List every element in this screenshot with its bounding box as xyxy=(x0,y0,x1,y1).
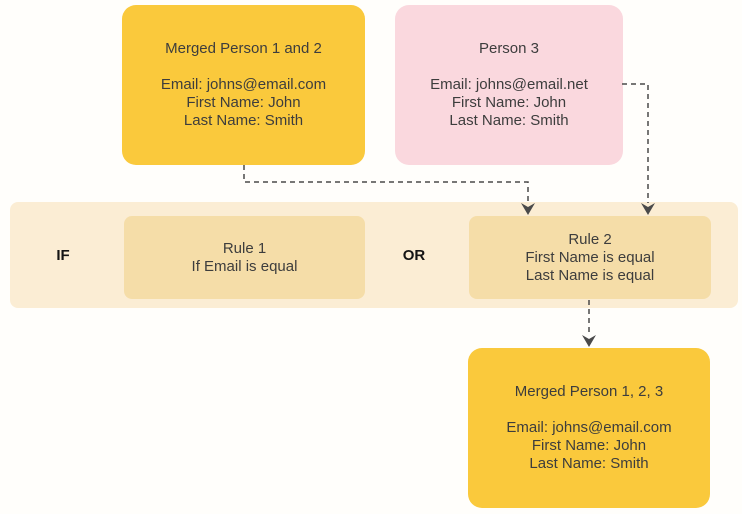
node-field-first-name: First Name: John xyxy=(531,437,647,454)
rule-condition: First Name is equal xyxy=(525,248,655,266)
connector-person-3-to-rule-2 xyxy=(622,83,649,203)
connector-merged-1-2-to-rule-2 xyxy=(243,165,529,203)
node-field-email: Email: johns@email.com xyxy=(506,419,672,436)
rule-2-box: Rule 2 First Name is equal Last Name is … xyxy=(469,216,711,299)
node-field-first-name: First Name: John xyxy=(186,94,301,111)
node-title: Merged Person 1, 2, 3 xyxy=(514,383,664,400)
node-field-last-name: Last Name: Smith xyxy=(183,112,304,129)
node-person-3: Person 3 Email: johns@email.net First Na… xyxy=(395,5,623,165)
rule-title: Rule 1 xyxy=(222,239,267,257)
node-field-email: Email: johns@email.com xyxy=(160,76,327,93)
rule-title: Rule 2 xyxy=(568,230,612,248)
node-title: Person 3 xyxy=(478,40,540,57)
node-field-first-name: First Name: John xyxy=(451,94,567,111)
node-merged-person-1-2-3: Merged Person 1, 2, 3 Email: johns@email… xyxy=(468,348,710,508)
node-title: Merged Person 1 and 2 xyxy=(165,40,322,57)
node-field-email: Email: johns@email.net xyxy=(430,76,588,93)
arrowhead-icon xyxy=(582,335,596,347)
rule-condition: If Email is equal xyxy=(191,257,298,275)
node-field-last-name: Last Name: Smith xyxy=(529,455,649,472)
node-field-last-name: Last Name: Smith xyxy=(449,112,569,129)
rule-1-box: Rule 1 If Email is equal xyxy=(124,216,365,299)
rule-condition: Last Name is equal xyxy=(525,266,655,284)
or-operator-label: OR xyxy=(402,246,426,264)
if-operator-label: IF xyxy=(56,246,70,264)
node-merged-person-1-2: Merged Person 1 and 2 Email: johns@email… xyxy=(122,5,365,165)
